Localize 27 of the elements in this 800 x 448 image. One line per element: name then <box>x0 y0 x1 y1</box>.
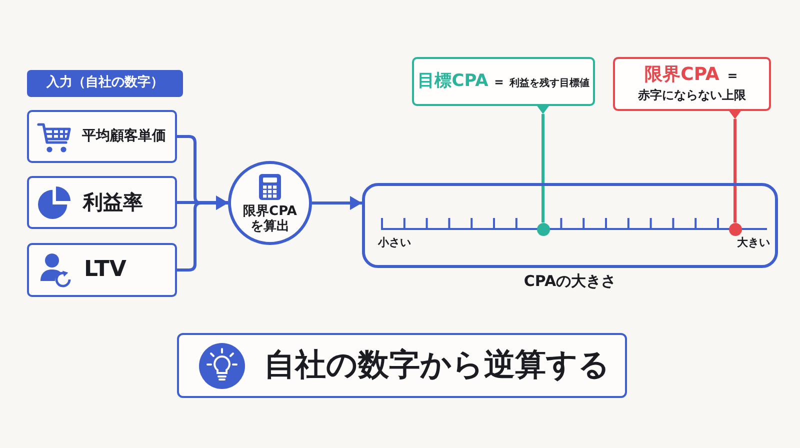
input-label: 利益率 <box>83 191 143 214</box>
input-card <box>27 110 177 163</box>
callout-title: 目標CPA <box>418 72 488 92</box>
input-label: 平均顧客単価 <box>82 128 166 145</box>
callout-text: 赤字にならない上限 <box>638 88 746 103</box>
leader-line <box>734 119 736 222</box>
leader-line <box>542 114 544 222</box>
scale-end-label: 大きい <box>737 237 770 250</box>
summary-banner <box>177 333 627 398</box>
summary-text: 自社の数字から逆算する <box>264 348 610 384</box>
axis-caption: CPAの大きさ <box>524 273 616 290</box>
input-label: LTV <box>84 257 126 283</box>
arrow <box>312 196 362 210</box>
process-label: 限界CPAを算出 <box>242 205 298 235</box>
equals-sign: ＝ <box>725 68 740 84</box>
input-card <box>27 176 177 229</box>
scale-panel <box>362 183 778 268</box>
callout-text: 利益を残す目標値 <box>509 78 590 90</box>
callout-title: 限界CPA <box>644 65 720 86</box>
equals-sign: ＝ <box>492 76 506 91</box>
callout <box>412 57 595 114</box>
marker-dot <box>536 222 550 236</box>
scale-end-label: 小さい <box>378 237 411 250</box>
input-card <box>27 243 177 297</box>
callout <box>613 57 771 119</box>
marker-dot <box>728 222 742 236</box>
section-heading: 入力（自社の数字） <box>27 70 183 97</box>
